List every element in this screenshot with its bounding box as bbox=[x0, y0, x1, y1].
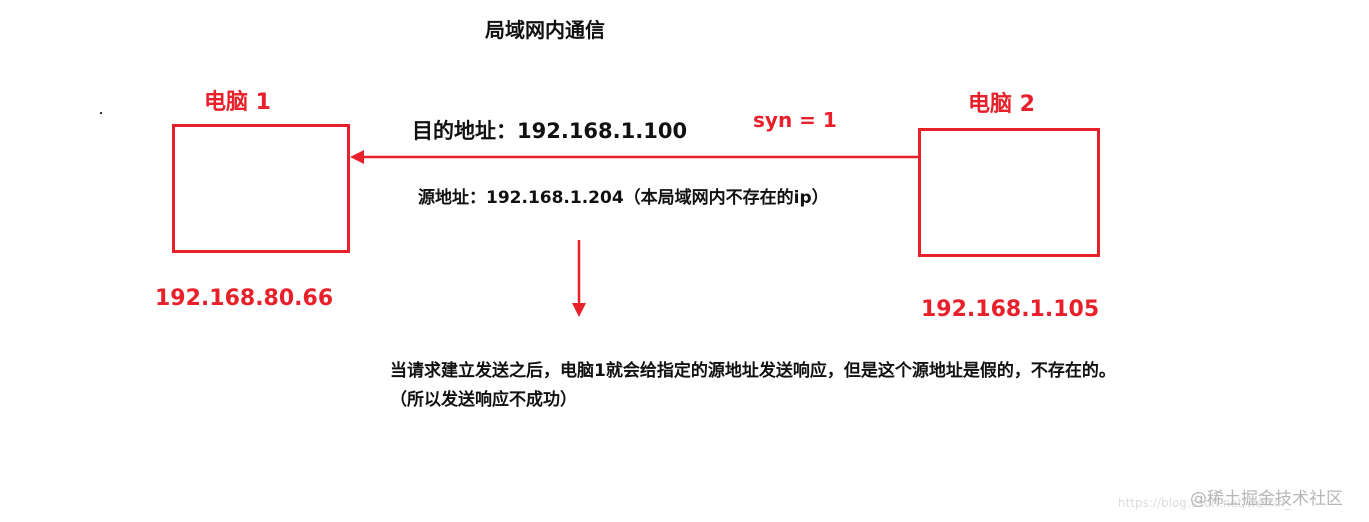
pc1-label: 电脑 1 bbox=[204, 90, 271, 115]
stray-dot bbox=[100, 112, 102, 114]
pc1-box bbox=[172, 124, 350, 253]
pc2-box bbox=[918, 128, 1100, 257]
faint-url-watermark: https://blog.csdn.net/weixin_ bbox=[1118, 496, 1291, 510]
explanation-line-1: 当请求建立发送之后，电脑1就会给指定的源地址发送响应，但是这个源地址是假的，不存… bbox=[390, 361, 1116, 381]
pc1-ip: 192.168.80.66 bbox=[155, 286, 334, 311]
explanation-line-2: （所以发送响应不成功） bbox=[390, 390, 577, 410]
watermark: @稀土掘金技术社区 bbox=[1190, 489, 1343, 509]
pc2-label: 电脑 2 bbox=[968, 92, 1035, 117]
explanation-note: 当请求建立发送之后，电脑1就会给指定的源地址发送响应，但是这个源地址是假的，不存… bbox=[390, 357, 1116, 415]
syn-flag-label: syn = 1 bbox=[753, 108, 837, 132]
response-arrow bbox=[572, 240, 586, 317]
diagram-title: 局域网内通信 bbox=[485, 18, 605, 42]
syn-arrow bbox=[350, 150, 918, 164]
pc2-ip: 192.168.1.105 bbox=[921, 297, 1100, 322]
source-address-label: 源地址：192.168.1.204（本局域网内不存在的ip） bbox=[418, 188, 829, 208]
destination-address-label: 目的地址：192.168.1.100 bbox=[412, 119, 688, 143]
